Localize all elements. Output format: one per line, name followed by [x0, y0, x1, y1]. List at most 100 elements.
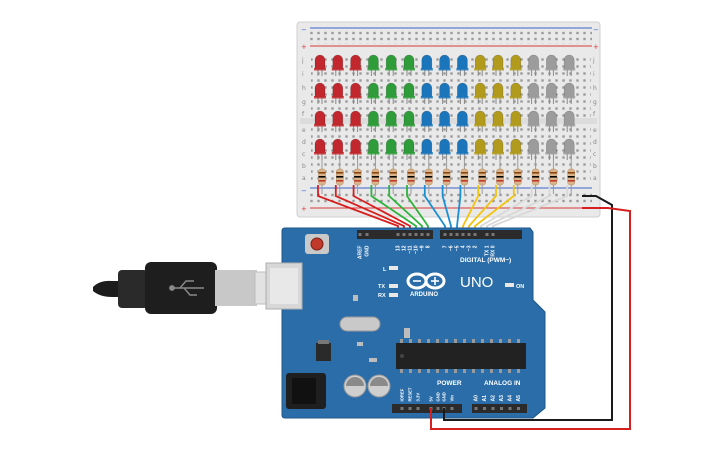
led[interactable]: [349, 82, 362, 104]
resistor[interactable]: [353, 160, 362, 194]
led[interactable]: [331, 54, 344, 76]
header-hole[interactable]: [474, 407, 478, 410]
led[interactable]: [474, 54, 487, 76]
header-hole[interactable]: [416, 407, 420, 410]
led[interactable]: [545, 110, 558, 132]
gnd-wire[interactable]: [443, 195, 613, 421]
led[interactable]: [438, 54, 451, 76]
header-hole[interactable]: [483, 407, 486, 410]
header-hole[interactable]: [450, 407, 454, 410]
led-array[interactable]: [314, 54, 576, 160]
header-hole[interactable]: [485, 233, 489, 236]
led[interactable]: [527, 138, 540, 160]
header-hole[interactable]: [491, 233, 495, 236]
header-hole[interactable]: [508, 407, 512, 410]
led[interactable]: [563, 54, 576, 76]
led[interactable]: [385, 82, 398, 104]
led[interactable]: [545, 54, 558, 76]
led[interactable]: [474, 110, 487, 132]
led[interactable]: [438, 138, 451, 160]
led[interactable]: [314, 54, 326, 76]
analog-header[interactable]: [472, 404, 527, 413]
led[interactable]: [314, 82, 326, 104]
led[interactable]: [438, 110, 451, 132]
header-hole[interactable]: [491, 407, 495, 410]
header-hole[interactable]: [358, 233, 362, 236]
header-hole[interactable]: [365, 233, 369, 236]
led[interactable]: [492, 82, 504, 104]
header-hole[interactable]: [426, 233, 430, 236]
header-hole[interactable]: [500, 407, 503, 410]
led[interactable]: [385, 54, 398, 76]
header-hole[interactable]: [396, 233, 400, 236]
led[interactable]: [563, 82, 576, 104]
led[interactable]: [349, 54, 362, 76]
led[interactable]: [492, 54, 504, 76]
header-hole[interactable]: [402, 233, 406, 236]
led[interactable]: [349, 138, 362, 160]
led[interactable]: [492, 138, 504, 160]
led[interactable]: [403, 110, 415, 132]
header-hole[interactable]: [436, 407, 440, 410]
led[interactable]: [349, 110, 362, 132]
led[interactable]: [314, 110, 326, 132]
led[interactable]: [385, 110, 398, 132]
resistor[interactable]: [371, 160, 380, 194]
led[interactable]: [474, 138, 487, 160]
power-header[interactable]: [392, 404, 462, 413]
header-hole[interactable]: [449, 233, 453, 236]
led[interactable]: [527, 54, 540, 76]
resistor[interactable]: [514, 160, 522, 194]
led[interactable]: [403, 138, 415, 160]
header-hole[interactable]: [455, 233, 459, 236]
led[interactable]: [385, 138, 398, 160]
led[interactable]: [420, 54, 433, 76]
header-hole[interactable]: [408, 233, 412, 236]
header-hole[interactable]: [467, 233, 471, 236]
led[interactable]: [509, 110, 522, 132]
led[interactable]: [563, 138, 576, 160]
led[interactable]: [367, 110, 380, 132]
header-hole[interactable]: [414, 233, 418, 236]
led[interactable]: [403, 82, 415, 104]
resistor[interactable]: [318, 160, 326, 194]
resistor[interactable]: [496, 160, 504, 194]
led[interactable]: [509, 54, 522, 76]
resistor-array[interactable]: [318, 160, 575, 194]
header-hole[interactable]: [408, 407, 412, 410]
resistor[interactable]: [389, 160, 397, 194]
resistor[interactable]: [549, 160, 558, 194]
resistor[interactable]: [407, 160, 415, 194]
5v-wire[interactable]: [430, 207, 631, 430]
resistor[interactable]: [336, 160, 344, 194]
resistor[interactable]: [425, 160, 433, 194]
led[interactable]: [545, 82, 558, 104]
led[interactable]: [456, 54, 469, 76]
led[interactable]: [331, 110, 344, 132]
header-hole[interactable]: [461, 233, 465, 236]
led[interactable]: [438, 82, 451, 104]
digital-header-right[interactable]: [440, 230, 522, 239]
led[interactable]: [545, 138, 558, 160]
led[interactable]: [331, 138, 344, 160]
led[interactable]: [527, 110, 540, 132]
led[interactable]: [492, 110, 504, 132]
led[interactable]: [314, 138, 326, 160]
led[interactable]: [563, 110, 576, 132]
led[interactable]: [420, 110, 433, 132]
resistor[interactable]: [478, 160, 486, 194]
led[interactable]: [367, 54, 380, 76]
resistor[interactable]: [460, 160, 469, 194]
resistor[interactable]: [531, 160, 540, 194]
led[interactable]: [420, 82, 433, 104]
led[interactable]: [403, 54, 415, 76]
led[interactable]: [474, 82, 487, 104]
led[interactable]: [420, 138, 433, 160]
header-hole[interactable]: [443, 233, 447, 236]
led[interactable]: [456, 82, 469, 104]
digital-header-left[interactable]: [357, 230, 433, 239]
led[interactable]: [509, 138, 522, 160]
led[interactable]: [527, 82, 540, 104]
